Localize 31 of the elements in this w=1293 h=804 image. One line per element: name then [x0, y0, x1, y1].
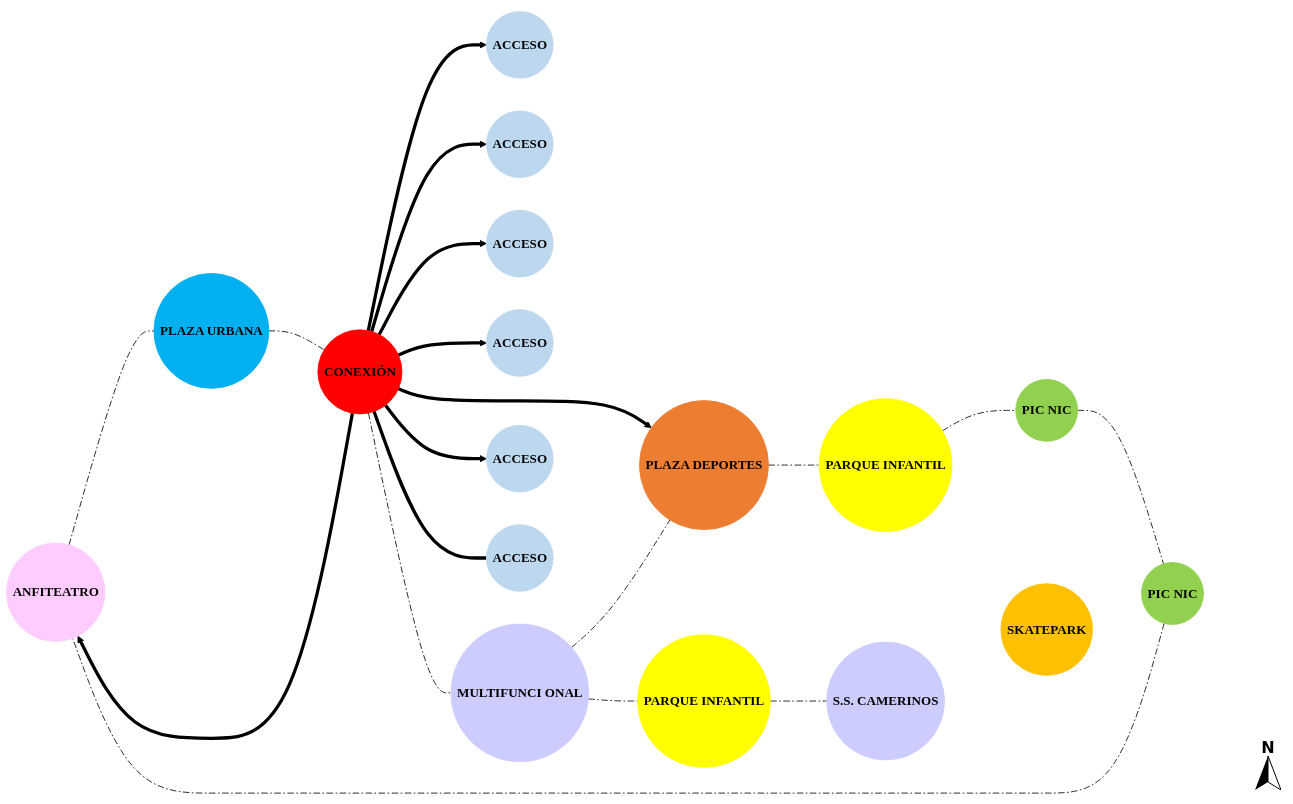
arrow [370, 140, 487, 332]
connector [372, 410, 487, 560]
node-circle: ACCESO [486, 424, 554, 493]
node-circle: PIC NIC [1141, 561, 1204, 625]
north-label: N [1261, 740, 1275, 756]
node-circle: CONEXIÓN [317, 329, 403, 415]
connector [571, 519, 671, 648]
node-circle: ACCESO [486, 110, 554, 178]
node-circle: SKATEPARK [1000, 583, 1093, 676]
node-circle: MULTIFUNCI ONAL [450, 623, 590, 762]
connector [941, 409, 1017, 431]
node-circle: PIC NIC [1015, 378, 1079, 442]
connector [72, 622, 1165, 794]
node-circle: ANFITEATRO [6, 542, 106, 642]
arrow [377, 239, 487, 335]
connector [68, 330, 155, 545]
connector [1077, 409, 1164, 564]
node-circle: ACCESO [486, 10, 554, 79]
node-circle: ACCESO [486, 209, 554, 278]
node-circle: PLAZA DEPORTES [639, 399, 769, 530]
arrow [384, 403, 487, 462]
arrow [397, 339, 487, 357]
arrow [366, 40, 487, 331]
node-circle: S.S. CAMERINOS [826, 641, 945, 761]
node-circle: PARQUE INFANTIL [818, 398, 953, 532]
arrow [77, 412, 354, 740]
arrow [397, 386, 652, 428]
node-circle: ACCESO [486, 523, 554, 592]
node-circle: ACCESO [486, 308, 554, 377]
node-circle: PARQUE INFANTIL [637, 634, 771, 768]
node-circle: PLAZA URBANA [153, 272, 270, 389]
